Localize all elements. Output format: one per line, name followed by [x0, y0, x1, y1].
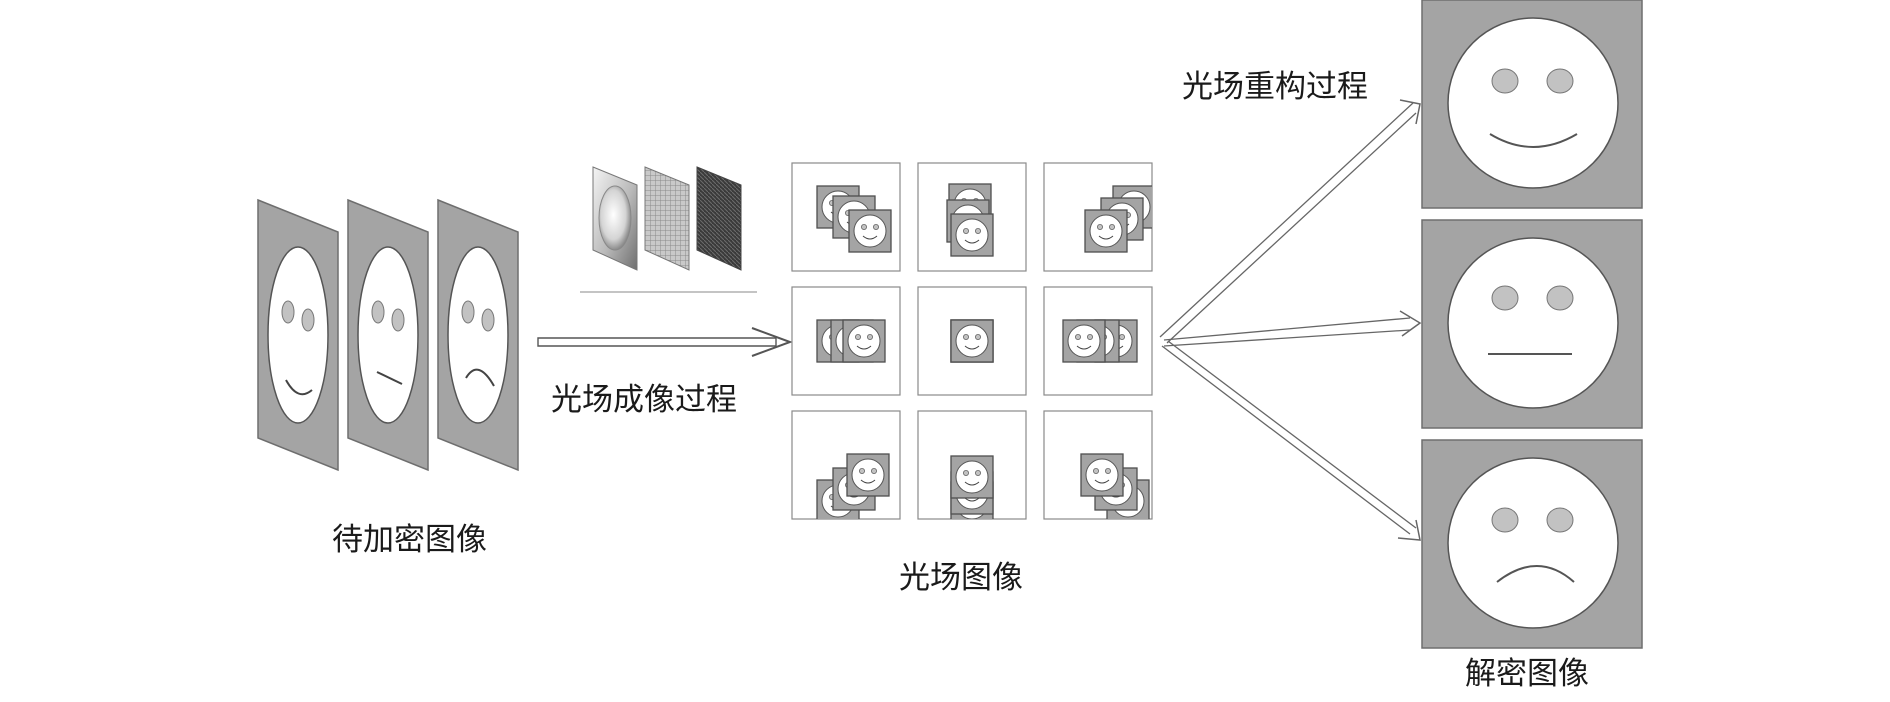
- imaging-arrow: [537, 327, 793, 357]
- face-tile-circle: [847, 324, 881, 358]
- input-image-smile: [257, 198, 339, 472]
- face-tile-eye: [975, 469, 982, 476]
- face-tile-mouth: [964, 481, 980, 486]
- light-field-cell-r3-c2: [917, 410, 1027, 520]
- face-tile-eye: [963, 227, 970, 234]
- face-tile-eye: [1075, 333, 1082, 340]
- face-tile-mouth: [856, 345, 872, 350]
- light-field-cell-content: [816, 185, 892, 253]
- light-field-cell-r2-c3: [1043, 286, 1153, 396]
- optical-elements: [580, 166, 757, 293]
- light-field-cell-content: [950, 455, 994, 519]
- input-image-sad: [437, 198, 519, 472]
- input-image-stack: [257, 198, 519, 472]
- main-lens-icon: [592, 166, 638, 271]
- face-tile-eye: [861, 223, 868, 230]
- face-tile-circle: [851, 458, 885, 492]
- light-field-cell-content: [946, 183, 994, 257]
- input-images-label: 待加密图像: [332, 522, 487, 558]
- face-tile-eye: [871, 467, 878, 474]
- face-tile-circle: [955, 460, 989, 494]
- face-tile-eye: [975, 333, 982, 340]
- face-tile-mouth: [862, 235, 878, 240]
- light-field-cell-content: [950, 319, 994, 363]
- face-tile-mouth: [964, 345, 980, 350]
- face-tile-eye: [873, 223, 880, 230]
- reconstruction-process-label: 光场重构过程: [1182, 69, 1368, 105]
- decrypted-image-sad: [1421, 439, 1643, 649]
- face-tile-eye: [867, 333, 874, 340]
- face-tile-eye: [1087, 333, 1094, 340]
- face-tile-circle: [955, 218, 989, 252]
- face-tile-eye: [1093, 467, 1100, 474]
- light-field-cell-r1-c2: [917, 162, 1027, 272]
- face-tile-eye: [963, 333, 970, 340]
- light-field-cell-content: [816, 319, 886, 363]
- face-tile-circle: [1089, 214, 1123, 248]
- reconstruction-arrows: [1159, 99, 1422, 541]
- reconstruction-arrow-middle: [1163, 310, 1422, 347]
- light-field-cell-content: [816, 453, 890, 519]
- face-tile-circle: [1085, 458, 1119, 492]
- face-tile-mouth: [964, 497, 980, 502]
- reconstruction-arrow-top: [1159, 99, 1421, 344]
- decrypted-image-stack: [1421, 0, 1643, 649]
- face-tile-mouth: [964, 239, 980, 244]
- face-tile-mouth: [1076, 345, 1092, 350]
- light-field-image-label: 光场图像: [899, 560, 1023, 596]
- light-field-cell-content: [1062, 319, 1138, 363]
- face-tile-circle: [955, 324, 989, 358]
- imaging-process-label: 光场成像过程: [551, 382, 737, 418]
- face-tile-eye: [1109, 223, 1116, 230]
- face-tile-mouth: [860, 479, 876, 484]
- face-tile-circle: [1067, 324, 1101, 358]
- face-tile-circle: [853, 214, 887, 248]
- light-field-grid: [791, 162, 1153, 520]
- input-image-neutral: [347, 198, 429, 472]
- decrypted-image-smile: [1421, 0, 1643, 209]
- light-field-cell-content: [1084, 185, 1152, 253]
- light-field-cell-r2-c1: [791, 286, 901, 396]
- microlens-array-icon: [644, 166, 690, 271]
- light-field-cell-r2-c2: [917, 286, 1027, 396]
- face-tile-eye: [975, 227, 982, 234]
- sensor-icon: [696, 166, 742, 271]
- face-tile-eye: [855, 333, 862, 340]
- face-tile-eye: [1097, 223, 1104, 230]
- decrypted-images-label: 解密图像: [1465, 656, 1589, 692]
- decrypted-image-neutral: [1421, 219, 1643, 429]
- face-tile-eye: [963, 469, 970, 476]
- face-tile-mouth: [1094, 479, 1110, 484]
- light-field-cell-content: [1080, 453, 1150, 519]
- reconstruction-arrow-bottom: [1161, 340, 1421, 541]
- face-tile-mouth: [1098, 235, 1114, 240]
- face-tile-eye: [859, 467, 866, 474]
- light-field-cell-r1-c3: [1043, 162, 1153, 272]
- face-tile-eye: [1119, 333, 1126, 340]
- light-field-cell-r3-c3: [1043, 410, 1153, 520]
- face-tile-eye: [1105, 467, 1112, 474]
- light-field-cell-r3-c1: [791, 410, 901, 520]
- light-field-cell-r1-c1: [791, 162, 901, 272]
